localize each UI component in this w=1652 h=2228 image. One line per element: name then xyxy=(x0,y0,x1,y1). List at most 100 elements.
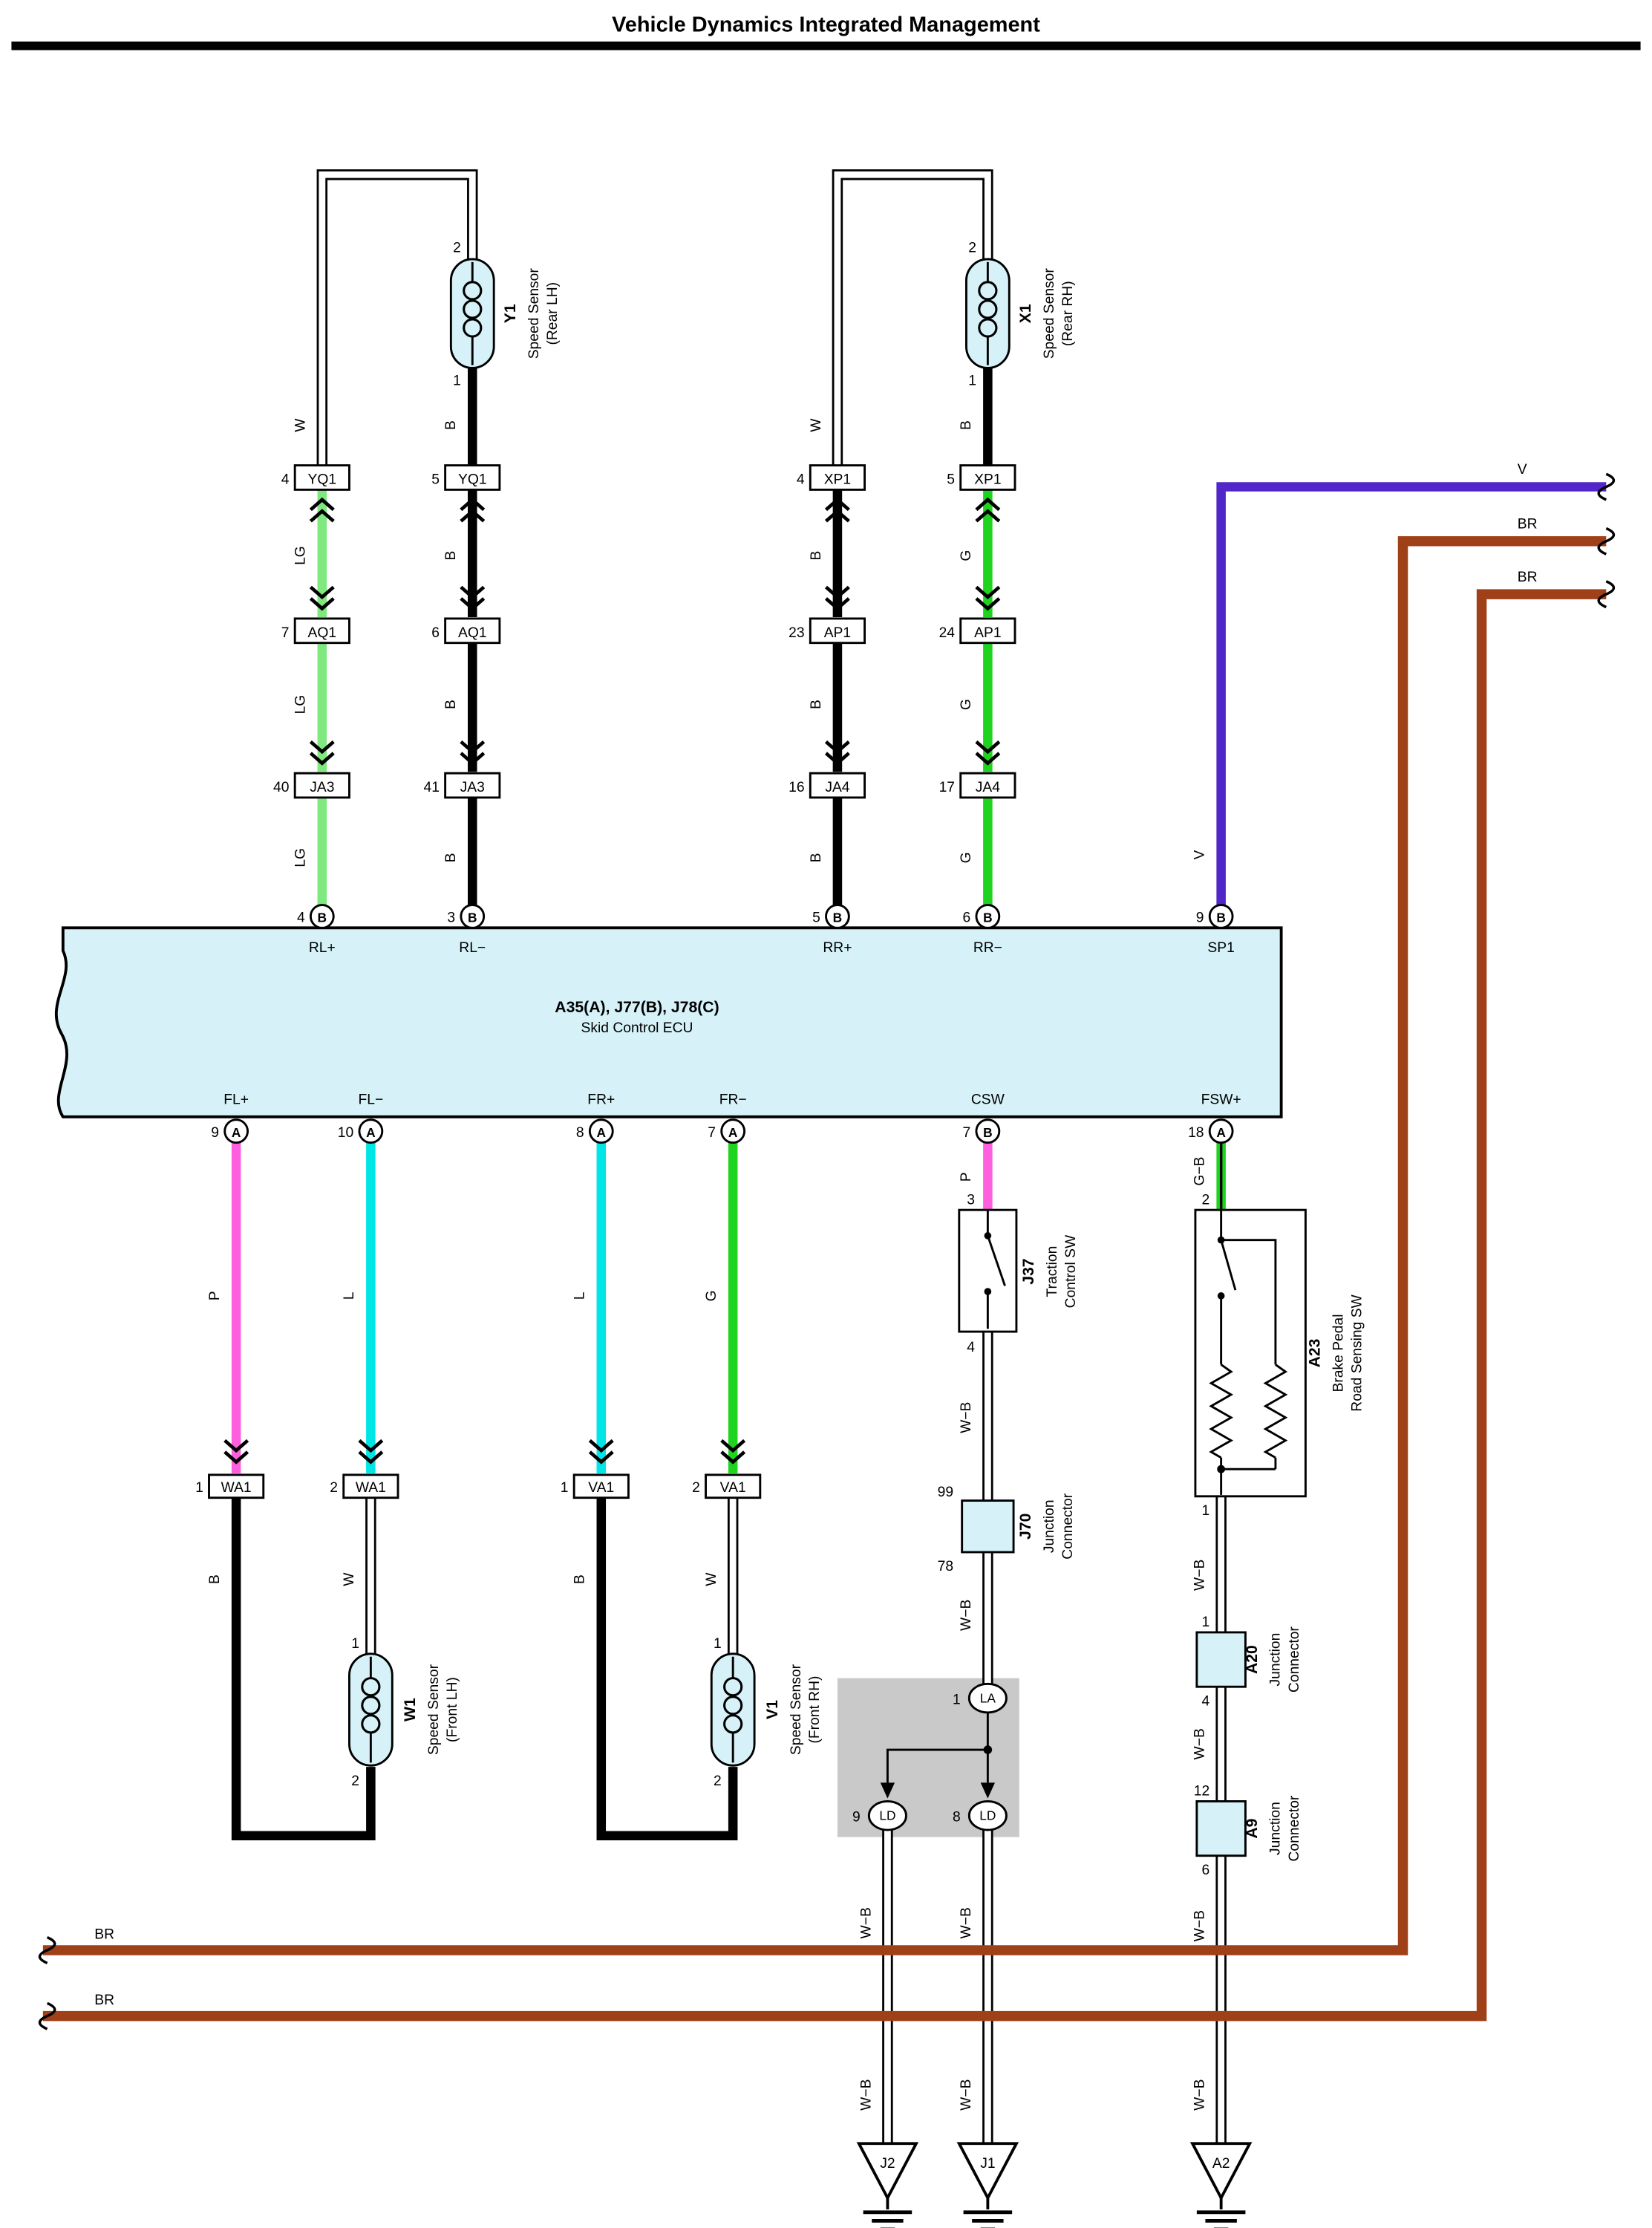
skid-control-ecu: A35(A), J77(B), J78(C) Skid Control ECU xyxy=(54,926,1283,1118)
pin-number: 9 xyxy=(852,1809,861,1825)
sensor-rear-rh: 2 1 X1 Speed Sensor (Rear RH) xyxy=(965,240,1076,389)
pin-label: FSW+ xyxy=(1201,1092,1241,1108)
pin-number: 1 xyxy=(195,1480,203,1496)
j70-body xyxy=(961,1499,1015,1554)
wire-label: B xyxy=(207,1574,223,1584)
pin-number: 1 xyxy=(1202,1615,1210,1630)
wire-label: G xyxy=(959,852,974,863)
sensor-sub: (Rear LH) xyxy=(545,282,561,345)
wire-label: B xyxy=(959,420,974,430)
pin-number: 12 xyxy=(1194,1784,1209,1799)
pin-label: RL+ xyxy=(309,940,336,956)
pin-label: SP1 xyxy=(1207,940,1234,956)
component-name: Connector xyxy=(1060,1493,1076,1559)
sensor-id: W1 xyxy=(402,1698,419,1722)
pin-number: 7 xyxy=(281,625,290,641)
ground-label: J2 xyxy=(880,2156,895,2172)
pin-number: 6 xyxy=(1202,1863,1210,1878)
pin-number: 16 xyxy=(789,780,804,795)
sensor-sub: (Front LH) xyxy=(445,1677,460,1742)
component-id: A20 xyxy=(1244,1645,1261,1674)
pin-circle xyxy=(825,904,850,929)
connector-label: AQ1 xyxy=(308,625,337,641)
pin-number: 8 xyxy=(576,1125,584,1141)
connector-label: YQ1 xyxy=(458,472,487,488)
connector-aq1-right xyxy=(444,617,501,645)
pin-conn: A xyxy=(366,1125,376,1140)
a23-brake-pedal-road-sensing-sw: 2 1 A23 Brake Pedal Road Sensing SW xyxy=(1194,1192,1365,1519)
brown-trunk-wires: V BR BR BR BR xyxy=(38,462,1616,2030)
component-name: Junction xyxy=(1268,1633,1284,1687)
component-name: Brake Pedal xyxy=(1331,1314,1347,1392)
pin-number: 1 xyxy=(1202,1503,1210,1519)
pin-number: 7 xyxy=(708,1125,716,1141)
sensor-name: Speed Sensor xyxy=(789,1664,804,1755)
wire-label: LG xyxy=(293,695,309,714)
connector-xp1-left xyxy=(809,464,866,491)
wire-label: LG xyxy=(293,848,309,867)
wire-label: P xyxy=(207,1291,223,1300)
pin-conn: B xyxy=(833,911,843,925)
component-id: J37 xyxy=(1020,1258,1037,1284)
connector-ld-left xyxy=(867,1800,907,1831)
connector-ja3-right xyxy=(444,772,501,799)
ecu-body xyxy=(54,926,1283,1118)
title-rule xyxy=(11,41,1641,51)
connector-row-3: 40 JA3 41 JA3 16 JA4 17 JA4 xyxy=(273,772,1016,799)
wire-label: W−B xyxy=(1192,1728,1208,1759)
a20-body xyxy=(1195,1631,1247,1688)
pin-circle xyxy=(223,1118,249,1144)
component-name: Road Sensing SW xyxy=(1350,1294,1365,1411)
ground-label: J1 xyxy=(980,2156,995,2172)
wire-label: W xyxy=(809,418,824,432)
contact-dot xyxy=(1217,1292,1225,1300)
j70-junction-connector: 99 78 J70 Junction Connector xyxy=(938,1485,1076,1574)
connector-ld-right xyxy=(967,1800,1008,1831)
a23-body xyxy=(1194,1208,1307,1498)
wire-label: W xyxy=(704,1572,719,1586)
switch-blade xyxy=(987,1235,1006,1286)
pin-number: 8 xyxy=(953,1809,961,1825)
pin-circle xyxy=(975,1118,1001,1144)
pin-number: 2 xyxy=(330,1480,338,1496)
component-name: Junction xyxy=(1268,1802,1284,1855)
wire-label: W−B xyxy=(1192,2079,1208,2111)
wire-label: B xyxy=(443,700,459,709)
connector-ja3-left xyxy=(293,772,350,799)
pin-circle xyxy=(358,1118,384,1144)
page-title: Vehicle Dynamics Integrated Management xyxy=(612,13,1040,36)
pin-number: 24 xyxy=(939,625,956,641)
wire-label: W xyxy=(293,418,309,432)
pin-number: 7 xyxy=(963,1125,971,1141)
pin-conn: B xyxy=(468,911,477,925)
connector-va1-right xyxy=(705,1473,762,1499)
pin-number: 2 xyxy=(692,1480,700,1496)
wire-label: LG xyxy=(293,546,309,565)
wire-label: W−B xyxy=(1192,1560,1208,1591)
component-name: Connector xyxy=(1287,1626,1302,1693)
junction-dot xyxy=(983,1745,993,1754)
wire-label: G xyxy=(959,550,974,561)
connector-label: AP1 xyxy=(824,625,851,641)
wire-black-rear xyxy=(467,366,993,905)
pin-number: 3 xyxy=(967,1192,975,1208)
sensor-front-rh: 1 2 V1 Speed Sensor (Front RH) xyxy=(710,1636,823,1789)
sensor-name: Speed Sensor xyxy=(526,268,542,359)
j37-traction-control-sw: 3 4 J37 Traction Control SW xyxy=(958,1192,1079,1355)
junction-dot xyxy=(1217,1465,1226,1473)
wire-label: P xyxy=(959,1172,974,1182)
wire-label: V xyxy=(1192,850,1208,859)
pin-number: 4 xyxy=(967,1340,975,1355)
wire-label: G xyxy=(704,1290,719,1301)
pin-number: 2 xyxy=(1202,1192,1210,1208)
pin-conn: A xyxy=(1216,1125,1226,1140)
pin-circle xyxy=(975,904,1001,929)
wire-brown-upper xyxy=(42,536,1607,1955)
wire-cyan xyxy=(366,1142,607,1473)
wire-label: B xyxy=(809,551,824,561)
pin-label: FR+ xyxy=(587,1092,615,1108)
wire-label: G−B xyxy=(1192,1157,1208,1186)
connector-label: JA3 xyxy=(460,780,485,795)
